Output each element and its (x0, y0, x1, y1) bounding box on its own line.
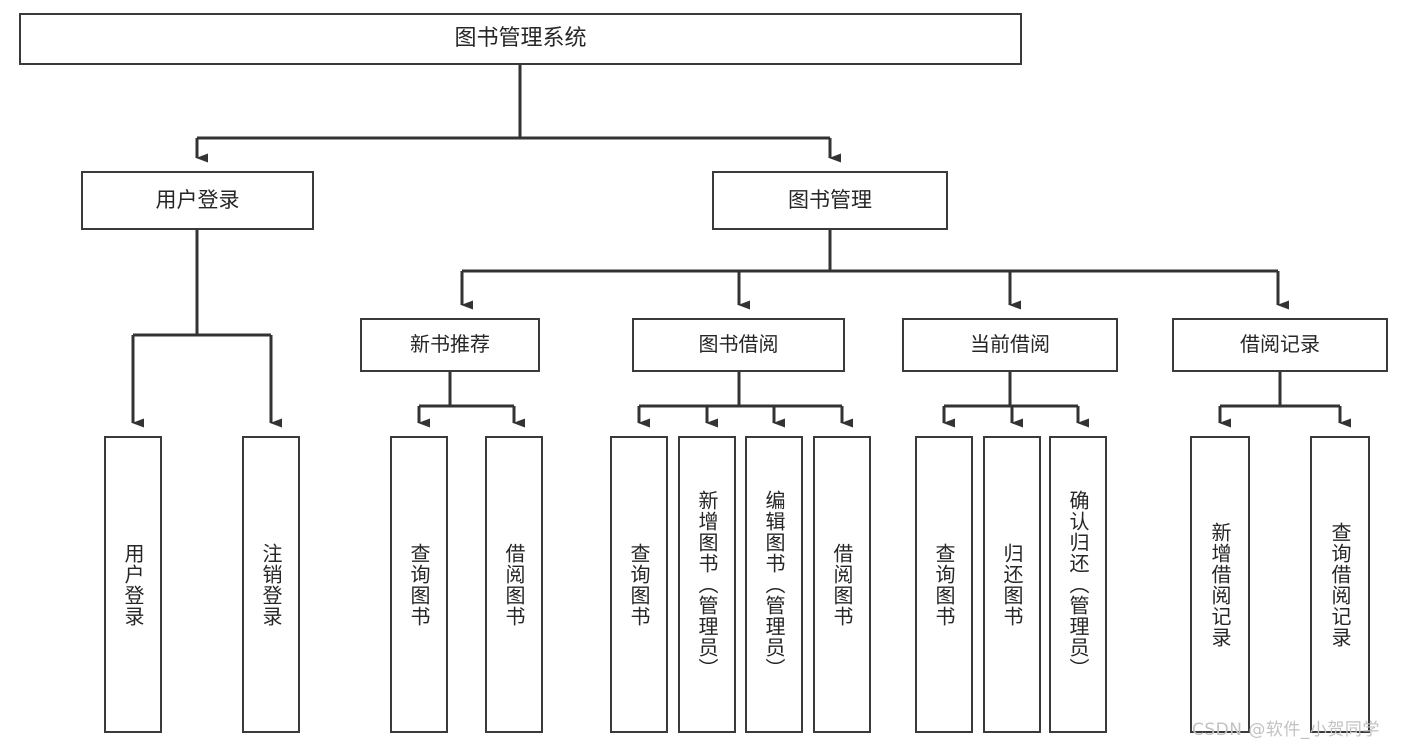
node-book-manage[interactable]: 图书管理 (712, 171, 948, 230)
node-borrow-record[interactable]: 借阅记录 (1172, 318, 1388, 372)
node-leaf-record-add[interactable]: 新增借阅记录 (1190, 436, 1250, 733)
node-leaf-record-add-label: 新增借阅记录 (1208, 521, 1232, 648)
node-leaf-current-query-book-label: 查询图书 (932, 542, 956, 627)
node-leaf-borrow-add-book[interactable]: 新增图书（管理员） (678, 436, 736, 733)
node-current-borrow-label: 当前借阅 (970, 332, 1050, 357)
node-leaf-rec-query-book[interactable]: 查询图书 (390, 436, 448, 733)
node-leaf-current-return-book[interactable]: 归还图书 (983, 436, 1041, 733)
node-book-borrow[interactable]: 图书借阅 (632, 318, 845, 372)
node-leaf-user-logout-label: 注销登录 (259, 542, 283, 627)
node-leaf-user-login[interactable]: 用户登录 (104, 436, 162, 733)
node-leaf-rec-borrow-book[interactable]: 借阅图书 (485, 436, 543, 733)
node-leaf-current-confirm-return-label: 确认归还（管理员） (1066, 490, 1090, 679)
node-leaf-borrow-query-book[interactable]: 查询图书 (610, 436, 668, 733)
node-leaf-user-logout[interactable]: 注销登录 (242, 436, 300, 733)
node-leaf-borrow-add-book-label: 新增图书（管理员） (695, 490, 719, 679)
node-leaf-current-confirm-return[interactable]: 确认归还（管理员） (1049, 436, 1107, 733)
node-leaf-record-query[interactable]: 查询借阅记录 (1310, 436, 1370, 733)
node-borrow-record-label: 借阅记录 (1240, 332, 1320, 357)
node-leaf-borrow-query-book-label: 查询图书 (627, 542, 651, 627)
node-leaf-current-return-book-label: 归还图书 (1000, 542, 1024, 627)
node-new-book-recommend-label: 新书推荐 (410, 332, 490, 357)
node-leaf-borrow-edit-book[interactable]: 编辑图书（管理员） (745, 436, 803, 733)
node-leaf-current-query-book[interactable]: 查询图书 (915, 436, 973, 733)
node-book-manage-label: 图书管理 (788, 188, 872, 213)
node-leaf-borrow-edit-book-label: 编辑图书（管理员） (762, 490, 786, 679)
node-leaf-borrow-borrow-book-label: 借阅图书 (830, 542, 854, 627)
node-leaf-borrow-borrow-book[interactable]: 借阅图书 (813, 436, 871, 733)
node-current-borrow[interactable]: 当前借阅 (902, 318, 1118, 372)
node-user-login[interactable]: 用户登录 (81, 171, 314, 230)
node-new-book-recommend[interactable]: 新书推荐 (360, 318, 540, 372)
node-root[interactable]: 图书管理系统 (19, 13, 1022, 65)
node-leaf-rec-borrow-book-label: 借阅图书 (502, 542, 526, 627)
node-user-login-label: 用户登录 (155, 188, 240, 213)
node-leaf-rec-query-book-label: 查询图书 (407, 542, 431, 627)
node-root-label: 图书管理系统 (454, 26, 587, 52)
node-book-borrow-label: 图书借阅 (698, 332, 779, 357)
node-leaf-user-login-label: 用户登录 (121, 542, 145, 627)
node-leaf-record-query-label: 查询借阅记录 (1328, 521, 1352, 648)
